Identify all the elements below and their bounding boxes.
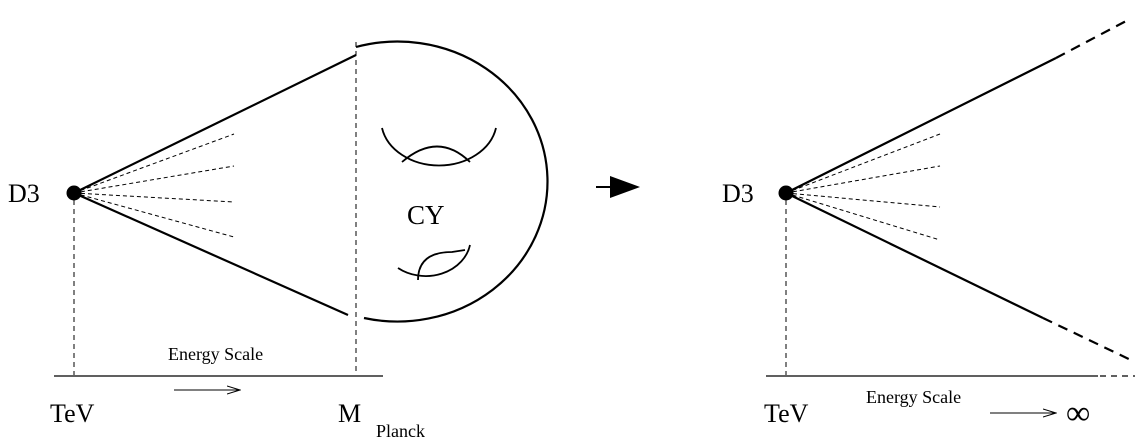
right-flux-lines — [785, 133, 941, 241]
right-tick-infinity: ∞ — [1066, 395, 1090, 432]
cy-lower-handle-outer — [397, 244, 471, 277]
right-d3-brane-dot — [778, 185, 794, 201]
left-axis-title: Energy Scale — [168, 344, 263, 364]
cy-label: CY — [407, 200, 445, 230]
right-throat-upper-edge — [785, 57, 1057, 194]
left-d3-brane-dot — [66, 185, 82, 201]
right-throat-lower-edge — [785, 192, 1044, 319]
right-axis-title: Energy Scale — [866, 387, 961, 407]
right-throat-lower-extension — [1042, 317, 1135, 363]
cy-upper-handle-outer — [381, 127, 497, 167]
left-d3-label: D3 — [8, 179, 40, 208]
left-flux-lines — [73, 133, 235, 238]
left-panel: D3 CY Energy Scale TeV M Planck — [8, 40, 549, 441]
cy-lower-handle-inner — [417, 249, 466, 281]
cy-upper-handle-inner — [401, 145, 471, 163]
transition-arrow — [596, 176, 640, 198]
cy-bulk-boundary — [355, 40, 549, 323]
tick-planck-subscript: Planck — [376, 421, 425, 441]
right-panel: D3 Energy Scale TeV ∞ — [722, 19, 1135, 432]
left-throat-upper-edge — [73, 54, 357, 194]
right-d3-label: D3 — [722, 179, 754, 208]
right-tick-tev: TeV — [764, 399, 809, 428]
tick-m-planck: M — [338, 399, 361, 428]
left-tick-tev: TeV — [50, 399, 95, 428]
right-throat-upper-extension — [1055, 19, 1129, 59]
m-letter: M — [338, 399, 361, 428]
left-throat-lower-edge — [73, 191, 349, 317]
